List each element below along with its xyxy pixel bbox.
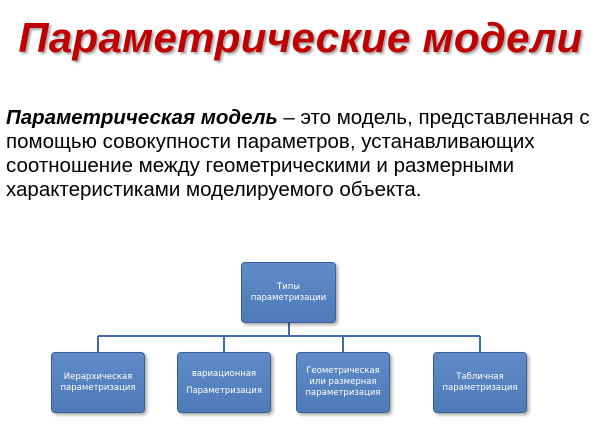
- root-line-2: параметризации: [250, 292, 327, 303]
- definition-paragraph: Параметрическая модель – это модель, пре…: [6, 106, 600, 202]
- diagram-child-tabular: Табличная параметризация: [433, 352, 527, 413]
- slide-title: Параметрические модели: [18, 14, 583, 61]
- child-1-line-2: параметризация: [60, 382, 136, 393]
- child-1-line-1: Иерархическая: [63, 371, 133, 382]
- root-line-1: Типы: [277, 281, 300, 292]
- child-3-line-1: Геометрическая: [306, 366, 380, 376]
- child-4-line-2: параметризация: [442, 382, 518, 393]
- definition-term: Параметрическая модель: [6, 106, 278, 129]
- diagram-child-hierarchical: Иерархическая параметризация: [51, 352, 145, 413]
- child-4-line-1: Табличная: [456, 371, 504, 382]
- diagram-child-geometric: Геометрическая или размерная параметриза…: [296, 352, 390, 413]
- diagram-root-box: Типы параметризации: [241, 262, 336, 323]
- diagram-child-variational: вариационная Параметризация: [177, 352, 271, 413]
- child-3-line-2: или размерная: [309, 377, 377, 387]
- child-3-line-3: параметризация: [305, 388, 381, 398]
- child-2-line-1: вариационная: [191, 368, 257, 379]
- definition-text: – это модель, представленная с помощью с…: [6, 106, 590, 201]
- child-2-line-2: Параметризация: [186, 385, 262, 396]
